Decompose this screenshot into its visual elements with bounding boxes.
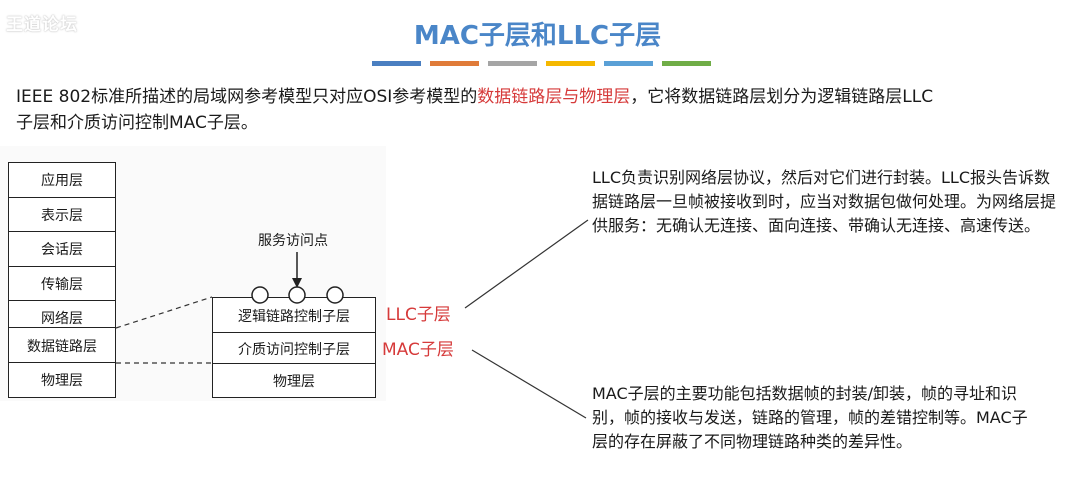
dashed-line-top <box>115 296 213 329</box>
page-title: MAC子层和LLC子层 <box>413 21 662 51</box>
intro-text-1: IEEE 802标准所描述的局域网参考模型只对应OSI参考模型的 <box>16 87 478 107</box>
intro-paragraph: IEEE 802标准所描述的局域网参考模型只对应OSI参考模型的数据链路层与物理… <box>16 84 936 136</box>
osi-layer-transport: 传输层 <box>8 265 116 302</box>
title-color-bar <box>372 61 711 66</box>
sap-arrow-head <box>292 278 302 288</box>
watermark: 王道论坛 <box>6 10 86 35</box>
intro-highlight: 数据链路层与物理层 <box>477 87 631 107</box>
llc-callout-line <box>464 219 589 309</box>
watermark-brand: 王道论坛 <box>6 15 78 35</box>
llc-sublayer-label: LLC子层 <box>386 305 451 325</box>
mac-description: MAC子层的主要功能包括数据帧的封装/卸装，帧的寻址和识别，帧的接收与发送，链路… <box>592 384 1028 451</box>
sap-circle-1 <box>251 286 269 304</box>
osi-layer-physical: 物理层 <box>8 362 116 398</box>
color-bar-segment-6 <box>662 61 711 66</box>
sap-circle-3 <box>326 286 344 304</box>
lan-layer-physical: 物理层 <box>212 363 376 398</box>
color-bar-segment-4 <box>546 61 595 66</box>
osi-layer-datalink: 数据链路层 <box>8 327 116 364</box>
color-bar-segment-1 <box>372 61 421 66</box>
color-bar-segment-5 <box>604 61 653 66</box>
sap-label: 服务访问点 <box>258 233 328 249</box>
mac-callout-line <box>471 349 587 419</box>
sap-circle-2 <box>288 286 306 304</box>
llc-description: LLC负责识别网络层协议，然后对它们进行封装。LLC报头告诉数据链路层一旦帧被接… <box>592 168 1057 235</box>
intro-text-2: ，它将数据链路层划分为逻辑链路层LLC子层和介质访问控制MAC子层。 <box>16 87 934 133</box>
mac-sublayer-label: MAC子层 <box>382 340 454 360</box>
color-bar-segment-2 <box>430 61 479 66</box>
color-bar-segment-3 <box>488 61 537 66</box>
osi-layer-session: 会话层 <box>8 231 116 267</box>
